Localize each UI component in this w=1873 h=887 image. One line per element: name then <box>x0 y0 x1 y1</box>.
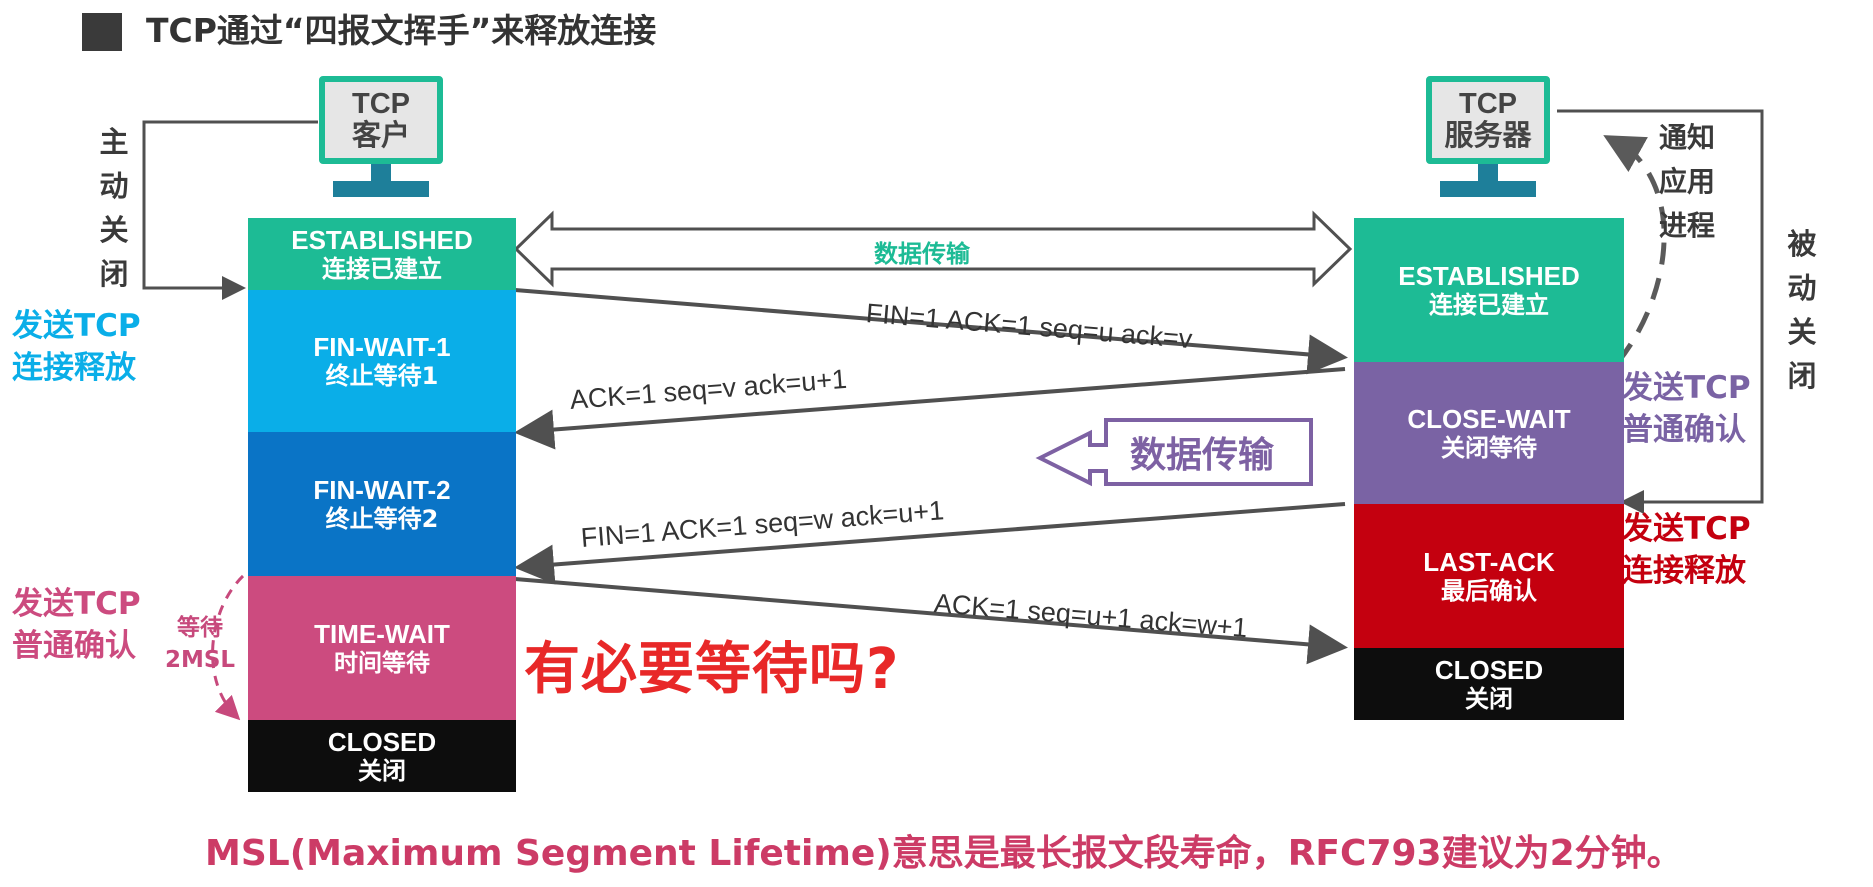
server-state-established: ESTABLISHED 连接已建立 <box>1354 218 1624 362</box>
title-bullet <box>82 13 122 51</box>
server-screen: TCP 服务器 <box>1426 76 1550 164</box>
server-monitor-neck <box>1478 164 1498 182</box>
server-state-last-ack: LAST-ACK 最后确认 <box>1354 504 1624 648</box>
passive-close-label: 被动关闭 <box>1787 227 1817 393</box>
active-close-line <box>142 120 318 300</box>
server-send-ack-label: 发送TCP 普通确认 <box>1622 370 1751 448</box>
server-screen-line2: 服务器 <box>1444 120 1532 152</box>
wait-2msl-dashed-arrow <box>211 574 245 721</box>
ack1-arrow <box>514 367 1346 450</box>
server-state-closed: CLOSED 关闭 <box>1354 648 1624 720</box>
wait-2msl-label: 等待 2MSL <box>164 615 236 673</box>
fin1-arrow <box>514 288 1348 375</box>
notify-app-dashed-arrow <box>1603 135 1667 364</box>
server-monitor-base <box>1440 181 1536 197</box>
client-computer-icon: TCP 客户 <box>319 76 443 198</box>
client-send-ack-label: 发送TCP 普通确认 <box>12 586 141 664</box>
active-close-label: 主动关闭 <box>99 125 129 291</box>
server-screen-line1: TCP <box>1459 88 1517 120</box>
notify-app-label: 通知应用进程 <box>1658 121 1715 242</box>
client-screen-line1: TCP <box>352 88 410 120</box>
client-state-closed: CLOSED 关闭 <box>248 720 516 792</box>
client-monitor-neck <box>371 164 391 182</box>
server-state-close-wait: CLOSE-WAIT 关闭等待 <box>1354 362 1624 504</box>
client-send-fin-label: 发送TCP 连接释放 <box>12 308 141 386</box>
question-label: 有必要等待吗? <box>524 637 900 702</box>
server-send-fin-label: 发送TCP 连接释放 <box>1622 511 1751 589</box>
client-state-fin-wait-1: FIN-WAIT-1 终止等待1 <box>248 290 516 432</box>
msl-note: MSL(Maximum Segment Lifetime)意思是最长报文段寿命，… <box>205 833 1683 874</box>
client-state-established: ESTABLISHED 连接已建立 <box>248 218 516 290</box>
page-title: TCP通过“四报文挥手”来释放连接 <box>146 11 657 50</box>
client-state-time-wait: TIME-WAIT 时间等待 <box>248 576 516 720</box>
data-transfer-callout-label: 数据传输 <box>1130 435 1275 476</box>
client-state-fin-wait-2: FIN-WAIT-2 终止等待2 <box>248 432 516 576</box>
client-screen: TCP 客户 <box>319 76 443 164</box>
passive-close-line <box>1557 109 1764 514</box>
data-transfer-callout-shape <box>1035 418 1313 487</box>
ack2-arrow <box>514 577 1348 665</box>
data-transfer-label: 数据传输 <box>874 240 970 268</box>
client-monitor-base <box>333 181 429 197</box>
server-computer-icon: TCP 服务器 <box>1426 76 1550 198</box>
data-transfer-double-arrow <box>513 210 1353 288</box>
fin2-arrow <box>514 502 1346 585</box>
client-screen-line2: 客户 <box>351 120 410 152</box>
